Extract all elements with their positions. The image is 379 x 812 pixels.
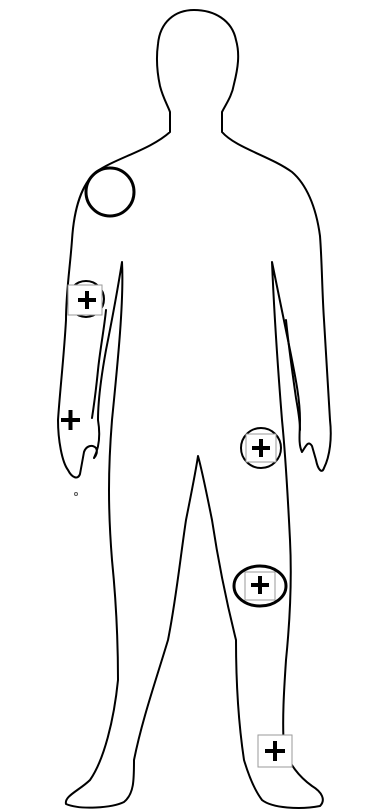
left-arm-inner-line: [286, 320, 300, 430]
speck: [75, 493, 78, 496]
marker-shoulder-right[interactable]: [86, 168, 134, 216]
marker-upper-arm-right[interactable]: [68, 281, 104, 317]
marker-hand-left[interactable]: [241, 428, 281, 468]
marker-knee-left[interactable]: [234, 566, 286, 606]
body-silhouette: [58, 10, 331, 808]
human-body-outline: [58, 10, 331, 808]
circle-marker-icon[interactable]: [86, 168, 134, 216]
marker-wrist-right[interactable]: [61, 410, 80, 430]
marker-ankle-left[interactable]: [258, 735, 292, 767]
plus-icon: [61, 410, 80, 430]
